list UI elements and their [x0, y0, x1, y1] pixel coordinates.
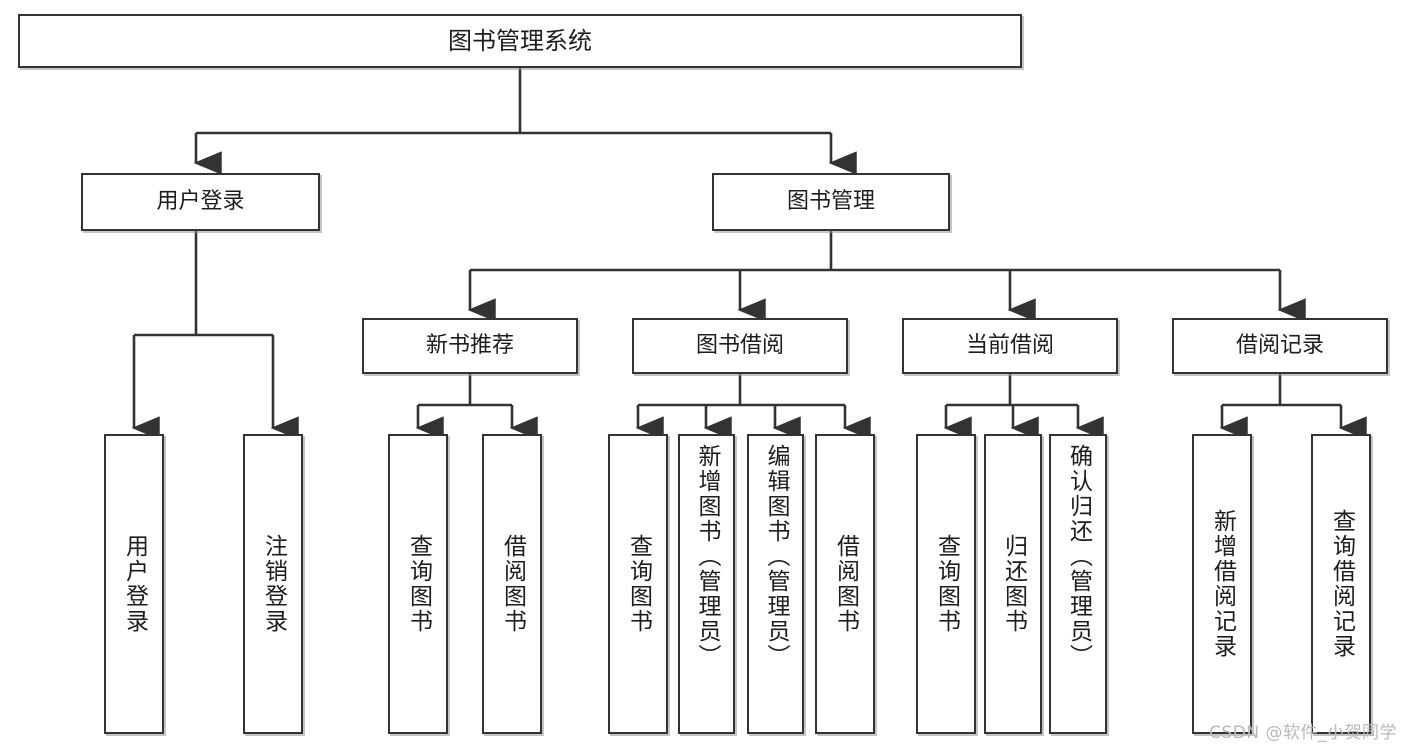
leaf-borrow-record-add[interactable]: 新增借阅记录 [1192, 434, 1252, 734]
leaf-borrow-record-query-label: 查询借阅记录 [1328, 509, 1355, 659]
leaf-new-book-query[interactable]: 查询图书 [388, 434, 448, 734]
leaf-book-borrow-lend[interactable]: 借阅图书 [815, 434, 875, 734]
leaf-current-borrow-query[interactable]: 查询图书 [916, 434, 976, 734]
leaf-current-borrow-confirm[interactable]: 确认归还（管理员） [1049, 434, 1107, 734]
leaf-current-borrow-return[interactable]: 归还图书 [984, 434, 1042, 734]
leaf-user-login-signin-label: 用户登录 [121, 534, 148, 634]
leaf-book-borrow-add[interactable]: 新增图书（管理员） [678, 434, 735, 734]
leaf-current-borrow-query-label: 查询图书 [933, 534, 960, 634]
leaf-current-borrow-return-label: 归还图书 [1000, 534, 1027, 634]
node-book-borrow[interactable]: 图书借阅 [632, 318, 848, 374]
csdn-watermark: CSDN @软件_小贺同学 [1209, 723, 1397, 743]
node-user-login[interactable]: 用户登录 [81, 173, 320, 231]
node-root[interactable]: 图书管理系统 [18, 14, 1022, 68]
node-new-book-recommend[interactable]: 新书推荐 [362, 318, 578, 374]
node-book-management-label: 图书管理 [786, 189, 875, 215]
leaf-book-borrow-query-label: 查询图书 [625, 534, 652, 634]
node-book-management[interactable]: 图书管理 [712, 173, 950, 231]
node-user-login-label: 用户登录 [156, 189, 245, 215]
leaf-borrow-record-query[interactable]: 查询借阅记录 [1311, 434, 1371, 734]
node-new-book-recommend-label: 新书推荐 [425, 333, 514, 359]
leaf-book-borrow-lend-label: 借阅图书 [832, 534, 859, 634]
leaf-current-borrow-confirm-label: 确认归还（管理员） [1065, 444, 1092, 669]
node-root-label: 图书管理系统 [448, 26, 592, 55]
leaf-user-login-signout-label: 注销登录 [260, 534, 287, 634]
node-current-borrow-label: 当前借阅 [965, 333, 1054, 359]
leaf-book-borrow-edit-label: 编辑图书（管理员） [763, 444, 789, 669]
leaf-book-borrow-edit[interactable]: 编辑图书（管理员） [747, 434, 804, 734]
leaf-user-login-signin[interactable]: 用户登录 [104, 434, 164, 734]
leaf-new-book-borrow-label: 借阅图书 [499, 534, 526, 634]
node-borrow-record-label: 借阅记录 [1235, 333, 1324, 359]
node-borrow-record[interactable]: 借阅记录 [1172, 318, 1388, 374]
leaf-book-borrow-query[interactable]: 查询图书 [608, 434, 668, 734]
leaf-new-book-query-label: 查询图书 [405, 534, 432, 634]
leaf-new-book-borrow[interactable]: 借阅图书 [482, 434, 542, 734]
leaf-book-borrow-add-label: 新增图书（管理员） [694, 444, 720, 669]
leaf-user-login-signout[interactable]: 注销登录 [243, 434, 303, 734]
node-current-borrow[interactable]: 当前借阅 [902, 318, 1118, 374]
leaf-borrow-record-add-label: 新增借阅记录 [1209, 509, 1236, 659]
node-book-borrow-label: 图书借阅 [695, 333, 784, 359]
